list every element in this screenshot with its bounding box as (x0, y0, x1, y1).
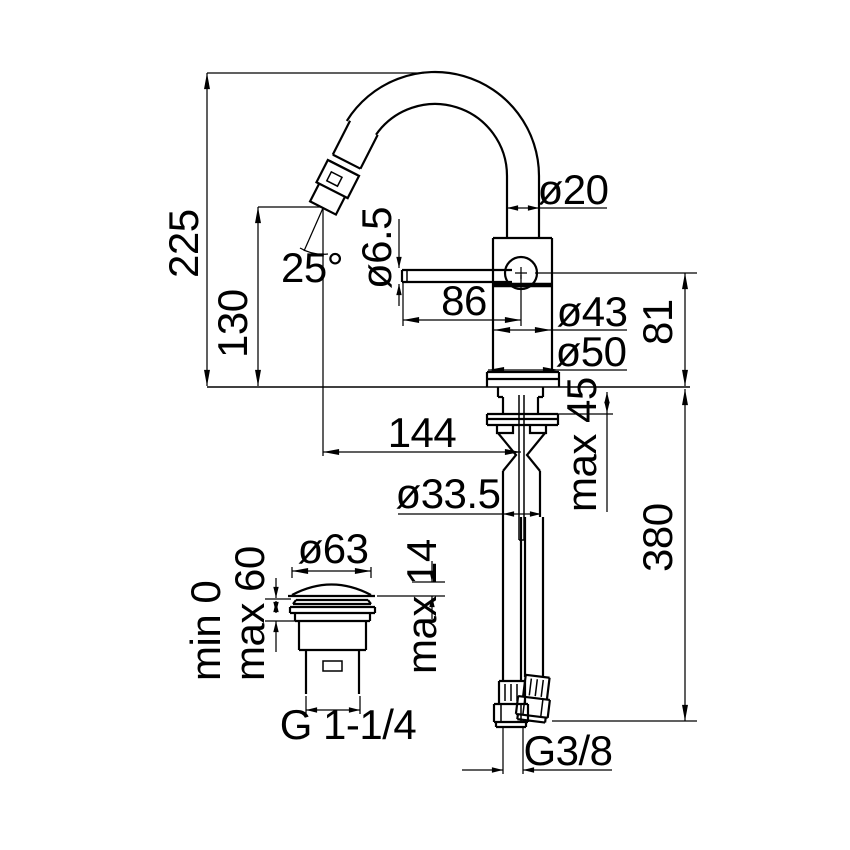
dim-spout-reach: 144 (322, 409, 522, 456)
dim-shank-diameter: ø33.5 (396, 470, 542, 517)
dim-base-diameter: ø50 (487, 328, 627, 375)
dim-label-waste-thread: G 1-1/4 (280, 701, 417, 748)
dim-lever-length: 86 (402, 275, 522, 326)
dim-label-lever-diameter: ø6.5 (353, 207, 400, 289)
faucet-body (491, 236, 554, 372)
dim-waste-cap-diameter: ø63 (291, 525, 372, 578)
dim-label-waste-height-min: min 0 (182, 581, 229, 681)
dim-hose-thread: G3/8 (462, 727, 613, 774)
pop-up-waste (288, 583, 377, 694)
aerator-window (325, 170, 344, 188)
dim-label-shank-diameter: ø33.5 (396, 470, 501, 517)
dim-label-waste-cap-diameter: ø63 (298, 525, 369, 572)
dim-label-waste-cap-height: max 14 (398, 539, 445, 674)
dim-label-waste-height-max: max 60 (226, 546, 273, 681)
dim-label-body-diameter: ø43 (557, 288, 628, 335)
dim-label-spout-angle: 25° (281, 244, 343, 291)
dim-label-hose-length: 380 (634, 503, 681, 572)
dim-label-body-height: 81 (634, 299, 681, 345)
supply-hoses (492, 517, 551, 729)
dim-spout-angle: 25° (281, 207, 344, 291)
dim-label-overall-height: 225 (160, 209, 207, 278)
lever-handle (400, 268, 512, 284)
waste-slot (322, 660, 343, 672)
dim-body-height: 81 (535, 272, 697, 387)
dim-overall-height: 225 (160, 72, 424, 387)
dim-waste-height-range: min 0 max 60 (182, 546, 296, 681)
right-hose-nut (514, 673, 551, 724)
dim-body-diameter: ø43 (493, 288, 628, 335)
dim-label-spout-tube-diameter: ø20 (538, 166, 609, 213)
dim-label-base-diameter: ø50 (556, 328, 627, 375)
left-hose-nut (492, 679, 530, 729)
dim-label-hose-thread: G3/8 (523, 727, 612, 774)
dim-spout-height: 130 (209, 206, 322, 387)
dim-waste-cap-height: max 14 (377, 539, 445, 674)
dim-spout-tube-diameter: ø20 (506, 166, 609, 213)
dim-waste-thread: G 1-1/4 (280, 696, 417, 748)
mounting-hardware (485, 387, 560, 541)
dim-lever-diameter: ø6.5 (353, 207, 402, 306)
dim-deck-thickness: max 45 (558, 377, 613, 512)
dim-label-spout-height: 130 (209, 289, 256, 358)
dim-label-deck-thickness: max 45 (558, 377, 605, 512)
dim-label-lever-length: 86 (441, 277, 487, 324)
dim-hose-length: 380 (552, 388, 697, 722)
dim-label-spout-reach: 144 (388, 409, 457, 456)
